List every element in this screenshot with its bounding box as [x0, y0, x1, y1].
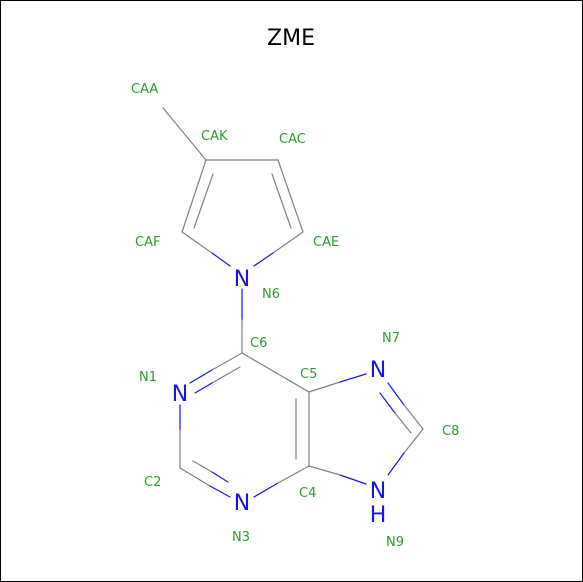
atom-label-n1: N1 [139, 370, 157, 385]
atom-label-n6: N6 [262, 287, 280, 302]
bond-caf-n6-n [211, 252, 231, 267]
atom-labels: CAA CAK CAC CAF CAE N6 C6 N7 N1 C5 C8 C2… [131, 82, 459, 550]
bond-caf-n6-c [181, 231, 213, 254]
atom-label-c5: C5 [300, 367, 317, 382]
diagram-title: ZME [267, 26, 315, 51]
atom-label-caa: CAA [131, 82, 158, 97]
bond-c5-n7-n [339, 373, 367, 383]
bond-cac-cae [277, 159, 304, 233]
bond-n3-c4-c [277, 465, 310, 484]
bond-c2-n3-n [209, 485, 231, 498]
atom-label-cak: CAK [201, 129, 228, 144]
atom-label-cae: CAE [313, 235, 339, 250]
bond-caa-cak [162, 107, 207, 161]
atom-label-c6: C6 [250, 336, 267, 351]
atom-h9-symbol: H [370, 503, 387, 528]
atom-n1-symbol: N [172, 382, 188, 407]
atom-label-c4: C4 [299, 486, 316, 501]
bond-cae-n6-c [272, 231, 304, 254]
bond-c2-n3-inner-c [192, 460, 213, 473]
bond-n7-c8-n [387, 382, 405, 406]
bond-n7-c8-inner-c [394, 412, 412, 434]
bond-c6-c5 [241, 352, 310, 393]
atom-label-caf: CAF [135, 235, 160, 250]
bond-c6-n1-inner-c [211, 366, 241, 384]
atom-label-n9: N9 [386, 535, 404, 550]
bond-n7-c8-c [403, 404, 424, 430]
bond-cak-caf [181, 159, 207, 233]
bond-c5-n7-c [308, 381, 341, 393]
bond-c6-n1-inner-n [194, 382, 213, 394]
atom-label-n7: N7 [382, 331, 400, 346]
bond-c8-n9-n [387, 452, 405, 476]
element-symbols: N N N N N H [172, 267, 387, 528]
atom-label-c8: C8 [442, 424, 459, 439]
atom-n9-symbol: N [370, 479, 386, 504]
atom-n6-symbol: N [234, 267, 250, 292]
bond-c2-n3-inner-n [211, 471, 229, 483]
bond-c6-n1-n [189, 369, 213, 384]
bond-n7-c8-inner-n [379, 392, 396, 414]
atom-label-cac: CAC [279, 132, 306, 147]
bond-c6-n1-c [211, 352, 243, 371]
atom-label-n3: N3 [232, 530, 250, 545]
atom-n7-symbol: N [370, 358, 386, 383]
bond-n3-c4-n [253, 482, 279, 498]
bond-cae-n6-n [253, 252, 274, 267]
bond-n9-c4-c [308, 465, 341, 476]
atom-label-c2: C2 [144, 475, 161, 490]
bond-c8-n9-c [403, 428, 424, 454]
bond-cak-caf-inner [193, 173, 214, 229]
bond-cac-cae-inner [271, 173, 292, 229]
bonds [162, 107, 424, 498]
bond-n9-c4-n [339, 474, 367, 485]
atom-n3-symbol: N [234, 491, 250, 516]
bond-c2-n3-c [179, 467, 211, 487]
